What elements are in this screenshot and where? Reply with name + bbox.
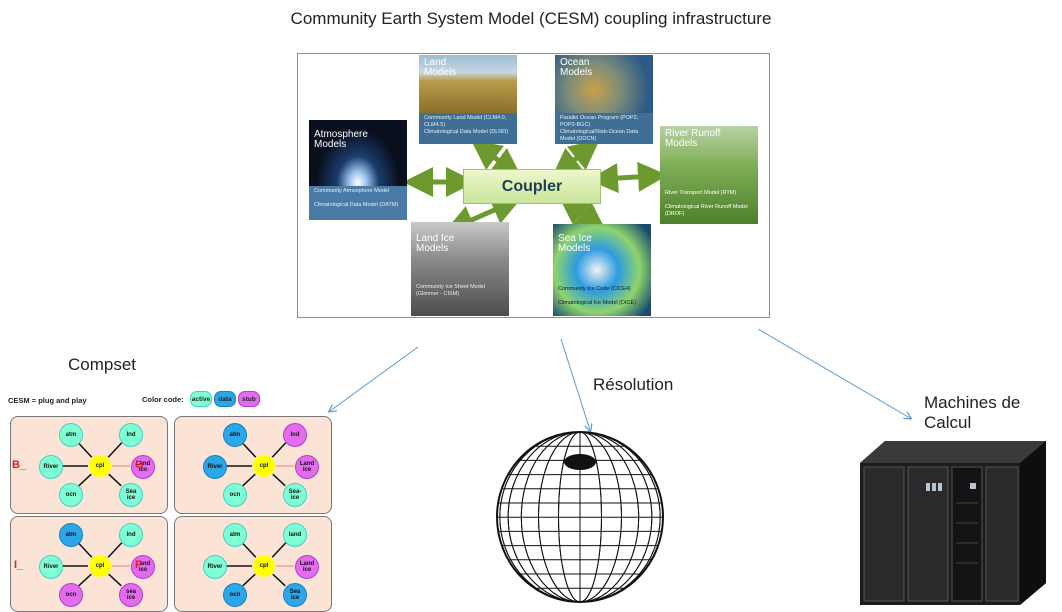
sea-ice-models-card: Sea Ice Models Community Ice Code (CICE4… bbox=[553, 224, 651, 316]
sea-ice-models-header: Sea Ice Models bbox=[558, 233, 592, 254]
machines-label: Machines de Calcul bbox=[924, 393, 1021, 432]
compset-letter: F_ bbox=[135, 559, 148, 571]
compset-node-lnd: lnd bbox=[119, 423, 143, 447]
land-model-item: Community Land Model (CLM4.0, CLM4.5) bbox=[424, 115, 507, 128]
globe-meridian bbox=[507, 432, 653, 602]
compset-node-cpl: cpl bbox=[253, 555, 275, 577]
sea-ice-model-item: Community Ice Code (CICE4) bbox=[558, 286, 631, 292]
compset-node-atm: atm bbox=[223, 423, 247, 447]
compset-node-seaice: Sea- ice bbox=[283, 483, 307, 507]
color-code-label: Color code: bbox=[142, 395, 184, 404]
plug-and-play-text: CESM = plug and play bbox=[8, 396, 87, 405]
compset-link bbox=[271, 542, 287, 558]
land-ice-models-card: Land Ice Models Community Ice Sheet Mode… bbox=[411, 222, 509, 316]
compset-node-ocn: ocn bbox=[223, 583, 247, 607]
compset-node-lnd: land bbox=[283, 523, 307, 547]
globe-meridian bbox=[538, 432, 622, 602]
ocean-model-item: Parallel Ocean Program (POP2, POP2-BGC) bbox=[560, 115, 639, 128]
compset-label: Compset bbox=[68, 355, 137, 374]
legend-active: active bbox=[190, 391, 212, 407]
globe-grid-icon bbox=[496, 431, 664, 603]
compset-node-ocn: ocn bbox=[223, 483, 247, 507]
land-ice-models-header: Land Ice Models bbox=[416, 233, 455, 254]
diagram-title: Community Earth System Model (CESM) coup… bbox=[290, 9, 772, 28]
compset-link bbox=[241, 442, 257, 458]
resolution-label: Résolution bbox=[593, 375, 674, 394]
compset-arrows bbox=[226, 542, 294, 587]
compset-link bbox=[272, 573, 286, 587]
compset-link bbox=[272, 473, 286, 487]
compset-node-seaice: Sea ice bbox=[119, 483, 143, 507]
compset-node-landice: Land ice bbox=[131, 555, 155, 579]
compset-arrows bbox=[62, 542, 130, 587]
river-model-item: Climatological River Runoff Model (DROF) bbox=[665, 204, 748, 217]
compset-link bbox=[77, 542, 93, 558]
atmosphere-models-header: Atmosphere Models bbox=[314, 129, 368, 150]
compset-arrows bbox=[226, 442, 294, 487]
compset-link bbox=[107, 542, 123, 558]
atmosphere-model-item: Climatological Data Model (DATM) bbox=[314, 202, 399, 208]
compset-node-seaice: sea ice bbox=[119, 583, 143, 607]
land-models-card: Land Models Community Land Model (CLM4.0… bbox=[419, 55, 517, 144]
ocean-models-header: Ocean Models bbox=[560, 57, 593, 78]
compset-node-ocn: ocn bbox=[59, 483, 83, 507]
land-ice-model-item: Community Ice Sheet Model (Glimmer - CIS… bbox=[416, 284, 486, 297]
compset-node-atm: atm bbox=[223, 523, 247, 547]
compset-node-cpl: cpl bbox=[253, 455, 275, 477]
compset-link bbox=[242, 473, 256, 487]
compset-node-cpl: cpl bbox=[89, 555, 111, 577]
ocean-models-card: Ocean Models Parallel Ocean Program (POP… bbox=[555, 55, 653, 144]
server-rack-icon bbox=[860, 441, 1046, 605]
compset-node-ocn: ocn bbox=[59, 583, 83, 607]
compset-link bbox=[78, 573, 92, 587]
compset-link bbox=[78, 473, 92, 487]
land-model-item: Climatological Data Model (DLND) bbox=[424, 129, 509, 135]
river-runoff-models-card: River Runoff Models River Transport Mode… bbox=[660, 126, 758, 224]
compset-node-cpl: cpl bbox=[89, 455, 111, 477]
land-models-header: Land Models bbox=[424, 57, 457, 78]
compset-letter: I_ bbox=[14, 559, 24, 571]
atmosphere-model-item: Community Atmosphere Model bbox=[314, 188, 390, 194]
compset-node-lnd: lnd bbox=[119, 523, 143, 547]
compset-link bbox=[77, 442, 93, 458]
compset-node-landice: Land ice bbox=[131, 455, 155, 479]
compset-link bbox=[108, 473, 122, 487]
river-runoff-models-header: River Runoff Models bbox=[665, 128, 721, 149]
compset-node-river: River bbox=[203, 455, 227, 479]
globe-meridian bbox=[499, 432, 661, 602]
compset-node-river: River bbox=[203, 555, 227, 579]
compset-link bbox=[108, 573, 122, 587]
compset-link bbox=[107, 442, 123, 458]
river-model-item: River Transport Model (RTM) bbox=[665, 190, 737, 196]
compset-link bbox=[242, 573, 256, 587]
compset-node-landice: Land ice bbox=[295, 555, 319, 579]
compset-letter: G_ bbox=[135, 459, 150, 471]
compset-link bbox=[241, 542, 257, 558]
compset-link bbox=[271, 442, 287, 458]
legend-data: data bbox=[214, 391, 236, 407]
compset-node-river: River bbox=[39, 555, 63, 579]
compset-letter: B_ bbox=[12, 459, 27, 471]
compset-node-river: River bbox=[39, 455, 63, 479]
atmosphere-models-card: Atmosphere Models Community Atmosphere M… bbox=[309, 120, 407, 220]
compset-node-atm: atm bbox=[59, 523, 83, 547]
compset-node-seaice: Sea ice bbox=[283, 583, 307, 607]
cesm-coupling-figure: Land Models Community Land Model (CLM4.0… bbox=[297, 53, 770, 318]
sea-ice-model-item: Climatological Ice Model (DICE) bbox=[558, 300, 636, 306]
compset-node-lnd: lnd bbox=[283, 423, 307, 447]
globe-meridian bbox=[520, 432, 640, 602]
compset-arrows bbox=[62, 442, 130, 487]
compset-node-landice: Land ice bbox=[295, 455, 319, 479]
legend-stub: stub bbox=[238, 391, 260, 407]
ocean-model-item: Climatological/Slab-Ocean Data Model (DO… bbox=[560, 129, 638, 142]
coupler-box: Coupler bbox=[463, 169, 601, 204]
compset-node-atm: atm bbox=[59, 423, 83, 447]
globe-meridian bbox=[558, 432, 602, 602]
